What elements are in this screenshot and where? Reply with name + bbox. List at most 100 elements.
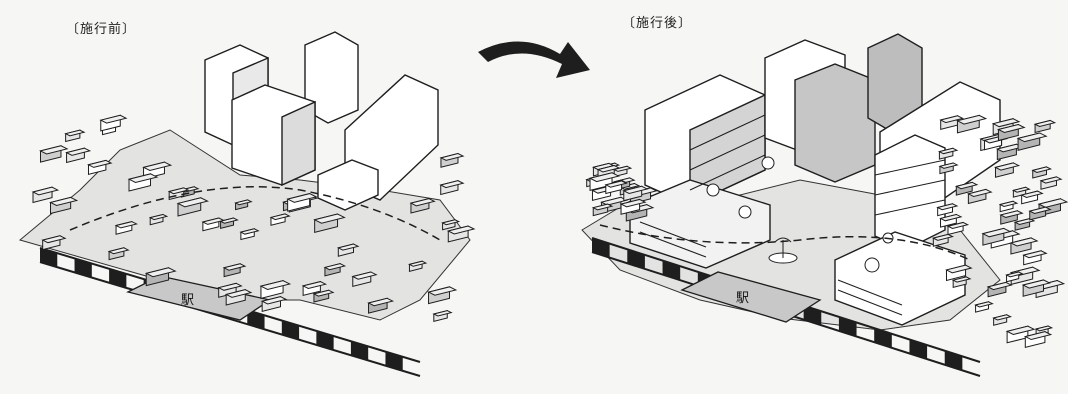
rail-segment [247, 310, 265, 330]
after-house-cluster [585, 114, 1068, 349]
house-roof [1011, 186, 1031, 193]
house-roof [1023, 331, 1053, 341]
rail-segment [874, 328, 892, 348]
house-roof [114, 221, 138, 229]
rail-segment [803, 305, 822, 326]
house-roof [336, 243, 360, 251]
house-roof [439, 153, 465, 161]
rail-segment [944, 350, 963, 371]
house-roof [994, 162, 1021, 171]
house-roof [409, 198, 436, 207]
house-roof [64, 129, 86, 137]
house-roof [1031, 166, 1053, 173]
after-building-stripes [639, 114, 946, 316]
house-roof [217, 282, 243, 291]
rail-segment [350, 341, 369, 361]
house-roof [966, 188, 993, 197]
house-roof [591, 203, 614, 211]
house-roof [167, 187, 190, 195]
house-roof [222, 263, 247, 271]
house-roof [144, 267, 177, 278]
house-roof [142, 161, 173, 172]
house-roof [612, 165, 633, 172]
house-roof [1039, 176, 1063, 184]
house-roof [1013, 218, 1036, 225]
house-roof [951, 276, 972, 283]
house-roof [312, 289, 335, 297]
house-roof [1020, 190, 1044, 198]
rail-segment [40, 248, 58, 268]
house-roof [981, 227, 1012, 238]
rail-segment [74, 258, 92, 278]
house-roof [999, 210, 1024, 218]
house-roof [219, 217, 239, 224]
after-road [599, 224, 971, 261]
house-roof [260, 296, 288, 305]
house-roof [446, 225, 476, 235]
house-roof [259, 280, 292, 290]
rail-segment [592, 238, 610, 258]
house-roof [588, 172, 621, 183]
house-roof [1028, 206, 1052, 215]
house-roof [1021, 279, 1052, 289]
house-roof [1037, 198, 1068, 208]
house-roof [41, 235, 67, 244]
house-roof [604, 180, 628, 188]
house-roof [99, 114, 128, 124]
house-roof [945, 264, 973, 274]
house-roof [301, 281, 328, 290]
rail-segment [385, 351, 403, 371]
house-roof [998, 200, 1019, 207]
house-roof [439, 180, 465, 189]
house-roof [31, 186, 60, 196]
after-label: 〔施行後〕 [622, 16, 693, 31]
house-roof [991, 118, 1021, 128]
before-label: 〔施行前〕 [66, 22, 137, 37]
after-station [680, 271, 822, 323]
before-station-label: 駅 [181, 293, 194, 308]
house-roof [224, 289, 253, 298]
house-roof [87, 159, 113, 168]
house-roof [622, 185, 649, 194]
house-roof [1009, 237, 1039, 247]
before-house-cluster [31, 114, 476, 323]
house-roof [992, 314, 1013, 321]
rail-segment [627, 249, 645, 269]
house-roof [49, 196, 79, 207]
rail-segment [909, 339, 928, 360]
rail-segment [838, 316, 857, 337]
fountain-icon [768, 237, 798, 264]
rail-segment [662, 260, 681, 281]
house-roof [938, 162, 959, 169]
house-roof [931, 233, 954, 241]
house-roof [1005, 325, 1036, 336]
house-roof [441, 219, 461, 226]
rail-segment [281, 320, 300, 340]
house-roof [1022, 250, 1048, 259]
house-roof [996, 124, 1026, 134]
house-roof [239, 228, 260, 235]
house-roof [954, 181, 979, 190]
house-roof [946, 221, 970, 230]
house-roof [286, 193, 318, 203]
house-roof [432, 310, 453, 317]
house-roof [1016, 132, 1048, 143]
house-roof [936, 203, 959, 211]
house-roof [367, 297, 395, 307]
house-roof [939, 115, 965, 124]
house-roof [939, 213, 963, 222]
house-roof [107, 247, 130, 255]
house-roof [201, 217, 226, 225]
house-roof [323, 263, 347, 271]
house-roof [956, 114, 988, 125]
house-roof [234, 199, 253, 206]
house-roof [937, 147, 959, 155]
house-roof [313, 213, 346, 224]
house-roof [986, 281, 1013, 291]
house-roof [65, 147, 92, 156]
after-trees [706, 156, 894, 273]
house-roof [619, 198, 647, 208]
before-tall-buildings [204, 31, 439, 211]
